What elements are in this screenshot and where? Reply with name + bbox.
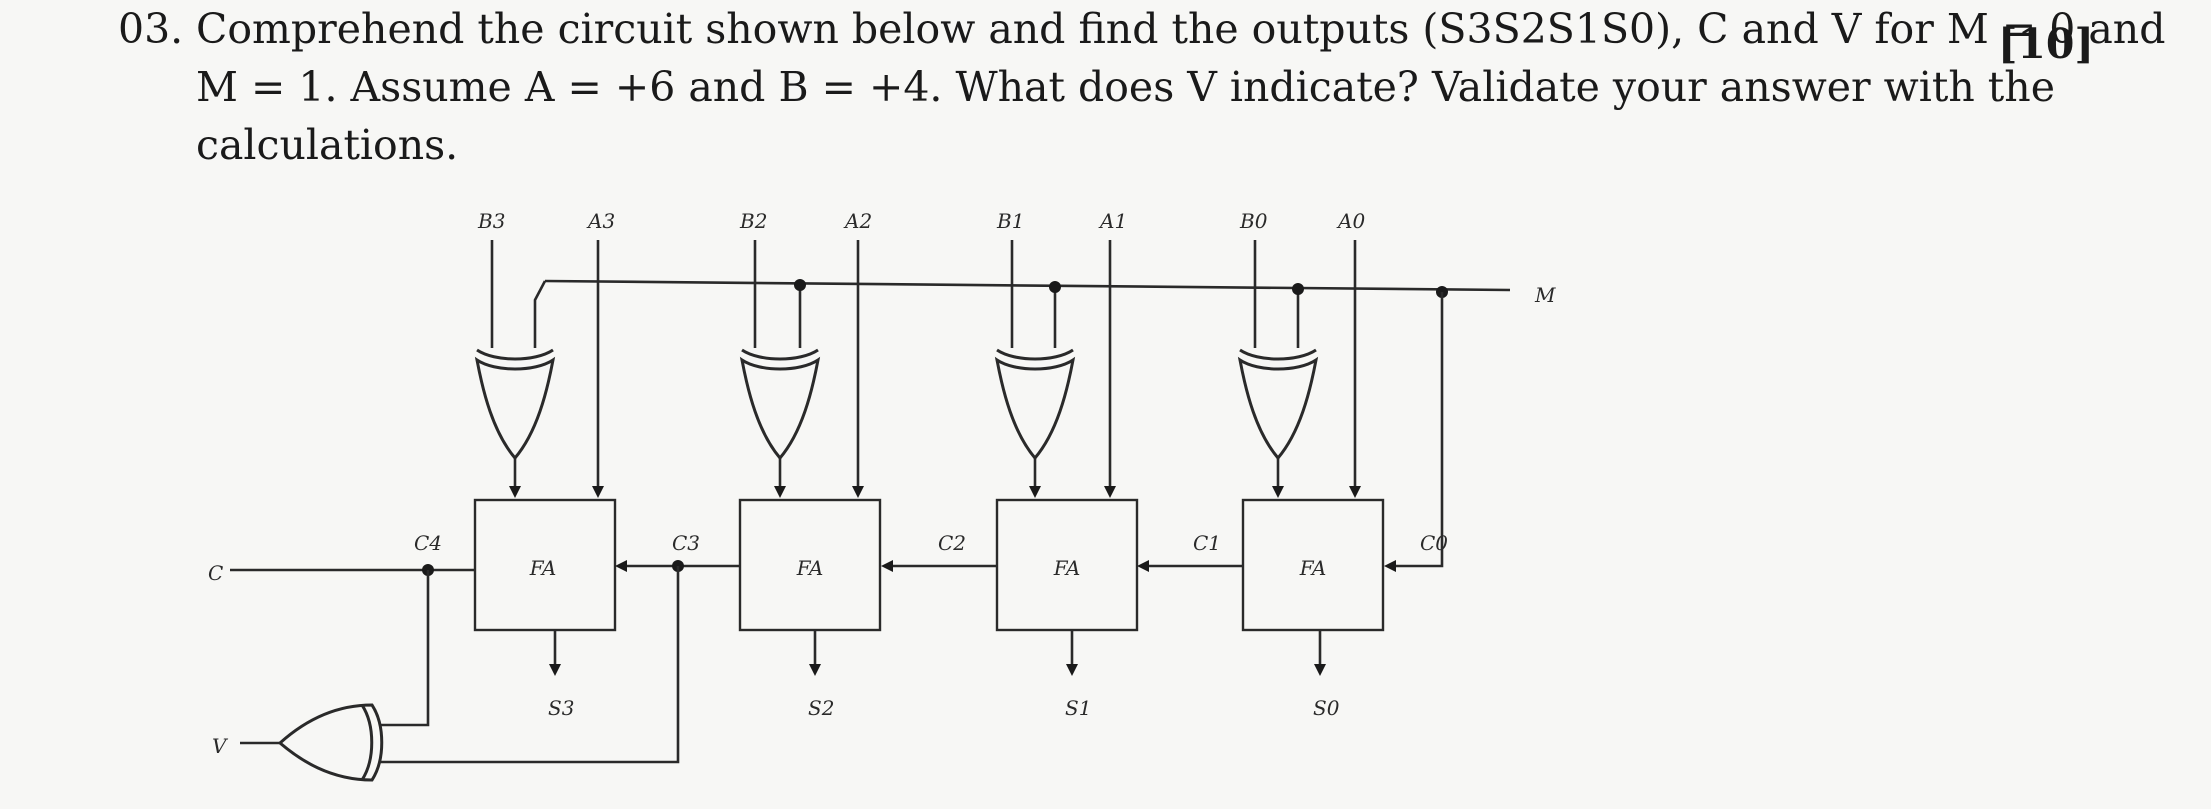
b3-label: B3 bbox=[477, 209, 505, 233]
a3-label: A3 bbox=[586, 209, 615, 233]
question-marks: [10] bbox=[1998, 20, 2094, 68]
s3-label: S3 bbox=[548, 696, 574, 720]
c0-label: C0 bbox=[1420, 531, 1448, 555]
carry-chain: C4 C bbox=[208, 286, 1448, 585]
overflow-xor-gate bbox=[277, 703, 384, 782]
xor-gate-1 bbox=[994, 356, 1076, 461]
c3-label: C3 bbox=[672, 531, 700, 555]
full-adder-0 bbox=[1241, 498, 1385, 632]
c2-label: C2 bbox=[938, 531, 966, 555]
question-line-3: calculations. bbox=[196, 121, 459, 169]
stage-1: B1 A1 FA S1 C1 bbox=[994, 209, 1221, 720]
question-text: 03.Comprehend the circuit shown below an… bbox=[118, 0, 2165, 174]
xor-gate-0 bbox=[1237, 356, 1319, 461]
stage-3: B3 A3 FA S3 C3 bbox=[473, 209, 700, 720]
a1-label: A1 bbox=[1098, 209, 1127, 233]
carry-output-label: C bbox=[208, 561, 223, 585]
xor-gate-2 bbox=[739, 356, 821, 461]
fa3-label: FA bbox=[529, 556, 557, 580]
c1-label: C1 bbox=[1193, 531, 1221, 555]
s2-label: S2 bbox=[808, 696, 834, 720]
a2-label: A2 bbox=[843, 209, 872, 233]
overflow-xor: V bbox=[212, 566, 680, 782]
mode-line bbox=[544, 279, 1511, 292]
overflow-output-label: V bbox=[212, 734, 229, 758]
carry-out-label: C4 bbox=[414, 531, 442, 555]
stage-0: B0 A0 FA S0 C0 bbox=[1237, 209, 1448, 720]
b1-label: B1 bbox=[996, 209, 1024, 233]
b0-label: B0 bbox=[1239, 209, 1268, 233]
stage-2: B2 A2 FA S2 C2 bbox=[738, 209, 966, 720]
fa2-label: FA bbox=[796, 556, 824, 580]
question-line-2: M = 1. Assume A = +6 and B = +4. What do… bbox=[196, 63, 2055, 111]
full-adder-1 bbox=[995, 498, 1139, 632]
fa1-label: FA bbox=[1053, 556, 1081, 580]
s0-label: S0 bbox=[1313, 696, 1340, 720]
b2-label: B2 bbox=[739, 209, 767, 233]
question-line-1: 03.Comprehend the circuit shown below an… bbox=[118, 0, 2165, 58]
xor-gate-3 bbox=[474, 356, 556, 461]
a0-label: A0 bbox=[1336, 209, 1365, 233]
question-number: 03. bbox=[118, 5, 184, 53]
mode-label: M bbox=[1534, 283, 1556, 307]
full-adder-3 bbox=[473, 498, 617, 632]
full-adder-2 bbox=[738, 498, 882, 632]
fa0-label: FA bbox=[1299, 556, 1327, 580]
s1-label: S1 bbox=[1065, 696, 1091, 720]
